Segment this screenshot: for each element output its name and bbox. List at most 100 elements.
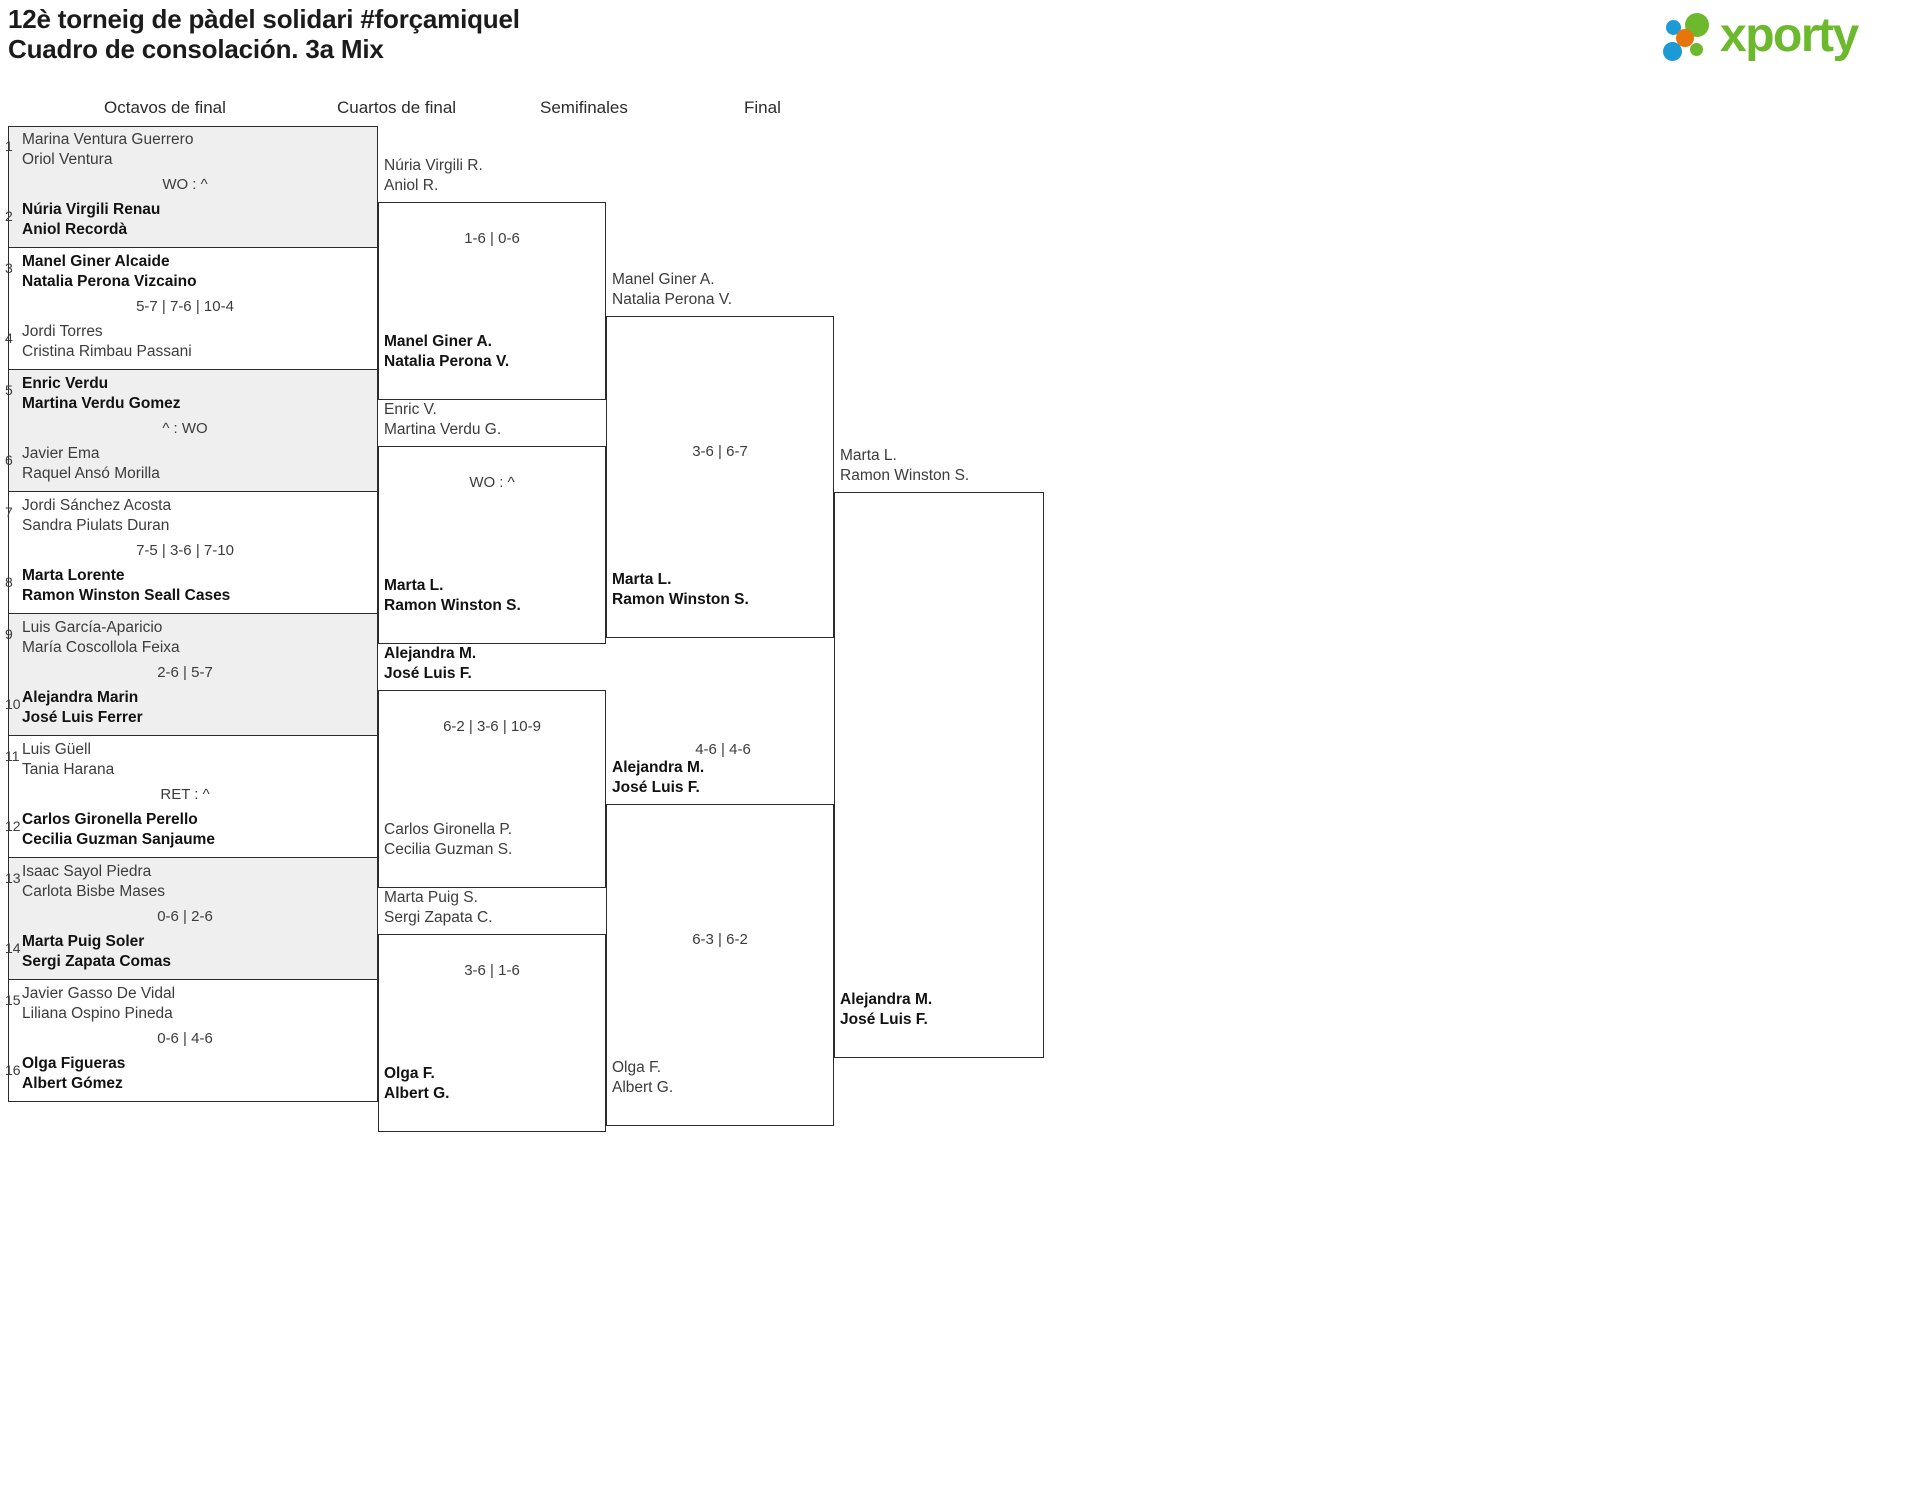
sf-team-top[interactable]: Manel Giner A.Natalia Perona V. [612, 270, 732, 309]
seed-number: 13 [5, 870, 21, 886]
logo-dot-orange [1676, 29, 1694, 47]
player-name: Luis García-Aparicio [22, 619, 163, 636]
r16-score: RET : ^ [160, 786, 210, 803]
round-header-sf: Semifinales [540, 98, 628, 117]
qf-match-box[interactable] [378, 690, 606, 888]
sf-match-box[interactable] [606, 316, 834, 638]
seed-number: 6 [5, 452, 13, 468]
player-name: Natalia Perona Vizcaino [22, 272, 197, 290]
seed-number: 14 [5, 940, 21, 956]
player-name: Alejandra M. [840, 991, 933, 1008]
player-name: Raquel Ansó Morilla [22, 464, 160, 482]
r16-match[interactable] [8, 614, 378, 736]
player-name: Sergi Zapata C. [384, 908, 493, 926]
player-name: Marta Puig S. [384, 889, 478, 906]
player-name: Sergi Zapata Comas [22, 952, 172, 970]
r16-match[interactable] [8, 736, 378, 858]
player-name: Marta Puig Soler [22, 933, 145, 950]
player-name: Tania Harana [22, 760, 115, 778]
logo-dots-icon [1658, 12, 1724, 64]
r16-score: ^ : WO [162, 420, 208, 437]
sf-score: 6-3 | 6-2 [692, 931, 748, 948]
qf-score: WO : ^ [469, 474, 515, 491]
player-name: Marta L. [384, 577, 444, 594]
player-name: Aniol R. [384, 176, 439, 194]
round-header-f: Final [744, 98, 781, 117]
final-team-top[interactable]: Marta L.Ramon Winston S. [840, 446, 969, 485]
qf-team-bottom[interactable]: Manel Giner A.Natalia Perona V. [384, 332, 509, 371]
player-name: Marina Ventura Guerrero [22, 131, 194, 148]
qf-team-top[interactable]: Marta Puig S. Sergi Zapata C. [384, 888, 493, 927]
sf-team-top[interactable]: Alejandra M.José Luis F. [612, 758, 704, 797]
qf-team-top[interactable]: Enric V.Martina Verdu G. [384, 400, 501, 439]
seed-number: 16 [5, 1062, 21, 1078]
player-name: Alejandra Marin [22, 689, 139, 706]
player-name: María Coscollola Feixa [22, 638, 180, 656]
player-name: Ramon Winston S. [612, 590, 749, 608]
sf-team-bottom[interactable]: Olga F.Albert G. [612, 1058, 673, 1097]
round-header-r16: Octavos de final [104, 98, 226, 117]
qf-team-bottom[interactable]: Olga F.Albert G. [384, 1064, 449, 1103]
player-name: Núria Virgili Renau [22, 201, 161, 218]
bracket-subtitle: Cuadro de consolación. 3a Mix [8, 34, 384, 64]
qf-team-top[interactable]: Núria Virgili R.Aniol R. [384, 156, 483, 195]
player-name: Albert G. [612, 1078, 674, 1096]
tournament-title: 12è torneig de pàdel solidari #forçamiqu… [8, 4, 520, 34]
sf-score: 3-6 | 6-7 [692, 443, 748, 460]
r16-match[interactable] [8, 248, 378, 370]
final-score: 4-6 | 4-6 [695, 741, 751, 758]
player-name: Marta L. [612, 571, 672, 588]
player-name: José Luis F. [384, 664, 472, 682]
final-match-box[interactable] [834, 492, 1044, 1058]
player-name: Manel Giner A. [612, 271, 715, 288]
sf-team-bottom[interactable]: Marta L. Ramon Winston S. [612, 570, 749, 609]
r16-match[interactable] [8, 492, 378, 614]
r16-match[interactable] [8, 370, 378, 492]
qf-match-box[interactable] [378, 446, 606, 644]
r16-match[interactable] [8, 126, 378, 248]
r16-match[interactable] [8, 980, 378, 1102]
xporty-logo[interactable]: xporty [1658, 8, 1898, 66]
qf-score: 1-6 | 0-6 [464, 230, 520, 247]
player-name: José Luis Ferrer [22, 708, 143, 726]
seed-number: 8 [5, 574, 13, 590]
player-name: Ramon Winston Seall Cases [22, 586, 231, 604]
player-name: Martina Verdu G. [384, 420, 502, 438]
player-name: Olga F. [384, 1065, 435, 1082]
qf-team-bottom[interactable]: Carlos Gironella P.Cecilia Guzman S. [384, 820, 512, 859]
sf-match-box[interactable] [606, 804, 834, 1126]
player-name: Cristina Rimbau Passani [22, 342, 192, 360]
r16-match[interactable] [8, 858, 378, 980]
r16-score: WO : ^ [162, 176, 208, 193]
player-name: Natalia Perona V. [384, 352, 510, 370]
qf-match-box[interactable] [378, 934, 606, 1132]
qf-team-top[interactable]: Alejandra M.José Luis F. [384, 644, 476, 683]
player-name: Enric Verdu [22, 375, 109, 392]
player-name: Luis Güell [22, 741, 91, 758]
qf-match-box[interactable] [378, 202, 606, 400]
player-name: Carlos Gironella P. [384, 821, 513, 838]
player-name: Jordi Sánchez Acosta [22, 497, 172, 514]
final-team-bottom[interactable]: Alejandra M.José Luis F. [840, 990, 932, 1029]
player-name: Liliana Ospino Pineda [22, 1004, 173, 1022]
player-name: Javier Gasso De Vidal [22, 985, 176, 1002]
qf-score: 3-6 | 1-6 [464, 962, 520, 979]
qf-team-bottom[interactable]: Marta L.Ramon Winston S. [384, 576, 521, 615]
